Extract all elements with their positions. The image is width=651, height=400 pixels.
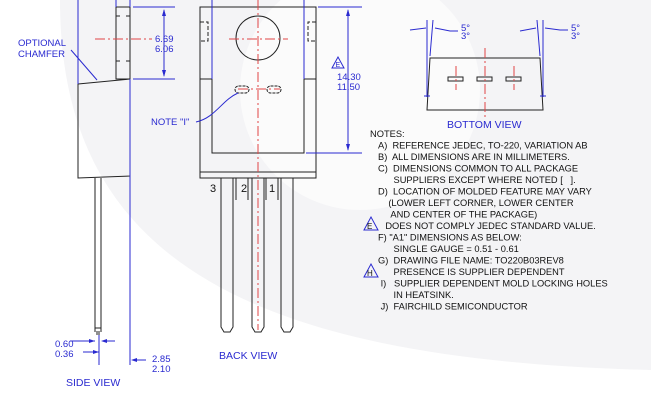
- note-flag-e: E: [367, 222, 372, 231]
- pin-3-label: 3: [210, 183, 216, 195]
- note-line: F) "A1" DIMENSIONS AS BELOW:: [378, 233, 522, 243]
- note-line: B) ALL DIMENSIONS ARE IN MILLIMETERS.: [378, 152, 570, 162]
- height-dim-min: 11.50: [337, 82, 360, 93]
- watermark-circle: [240, 0, 480, 210]
- body-thk-max: 2.85: [152, 354, 171, 365]
- note-i-callout: NOTE "I": [151, 117, 189, 128]
- note-flag-h: H: [367, 269, 373, 278]
- tab-dim-max: 6.69: [155, 34, 174, 45]
- note-e-triangle: [363, 215, 379, 231]
- side-view-label: SIDE VIEW: [66, 377, 120, 389]
- angle-right-max: 5°: [571, 23, 580, 34]
- note-line: G) DRAWING FILE NAME: TO220B03REV8: [378, 256, 564, 266]
- pin-2-label: 2: [241, 183, 247, 195]
- height-dim-max: 14.30: [337, 72, 361, 83]
- notes-title: NOTES:: [370, 129, 405, 139]
- note-line: J) FAIRCHILD SEMICONDUCTOR: [378, 302, 528, 312]
- note-line: DOES NOT COMPLY JEDEC STANDARD VALUE.: [375, 221, 596, 231]
- note-h-triangle: [363, 262, 379, 278]
- angle-left-max: 5°: [461, 23, 470, 34]
- body-thk-min: 2.10: [152, 364, 171, 375]
- note-line: A) REFERENCE JEDEC, TO-220, VARIATION AB: [378, 141, 588, 151]
- note-line: AND CENTER OF THE PACKAGE): [378, 210, 537, 220]
- chamfer-label-2: CHAMFER: [18, 49, 65, 60]
- tab-dim-min: 6.06: [155, 44, 174, 55]
- pin-1-label: 1: [269, 183, 275, 195]
- note-line: IN HEATSINK.: [378, 290, 454, 300]
- note-line: PRESENCE IS SUPPLIER DEPENDENT: [378, 267, 565, 277]
- back-flag-e: E: [336, 62, 341, 69]
- notes: NOTES: A) REFERENCE JEDEC, TO-220, VARIA…: [363, 129, 608, 312]
- note-line: SUPPLIERS EXCEPT WHERE NOTED [ ].: [378, 175, 576, 185]
- chamfer-label-1: OPTIONAL: [18, 38, 66, 49]
- bottom-view: [409, 19, 568, 120]
- bottom-view-label: BOTTOM VIEW: [447, 119, 522, 131]
- back-view-label: BACK VIEW: [219, 350, 277, 362]
- note-line: D) LOCATION OF MOLDED FEATURE MAY VARY: [378, 187, 592, 197]
- lead-thk-min: 0.36: [55, 349, 74, 360]
- note-line: I) SUPPLIER DEPENDENT MOLD LOCKING HOLES: [378, 279, 608, 289]
- note-line: C) DIMENSIONS COMMON TO ALL PACKAGE: [378, 164, 578, 174]
- angle-right-min: 3°: [571, 31, 580, 42]
- note-line: SINGLE GAUGE = 0.51 - 0.61: [378, 244, 519, 254]
- side-view: [70, 0, 175, 365]
- back-view: [195, 0, 362, 333]
- angle-left-min: 3°: [461, 31, 470, 42]
- lead-thk-max: 0.60: [55, 339, 74, 350]
- note-line: (LOWER LEFT CORNER, LOWER CENTER: [378, 198, 574, 208]
